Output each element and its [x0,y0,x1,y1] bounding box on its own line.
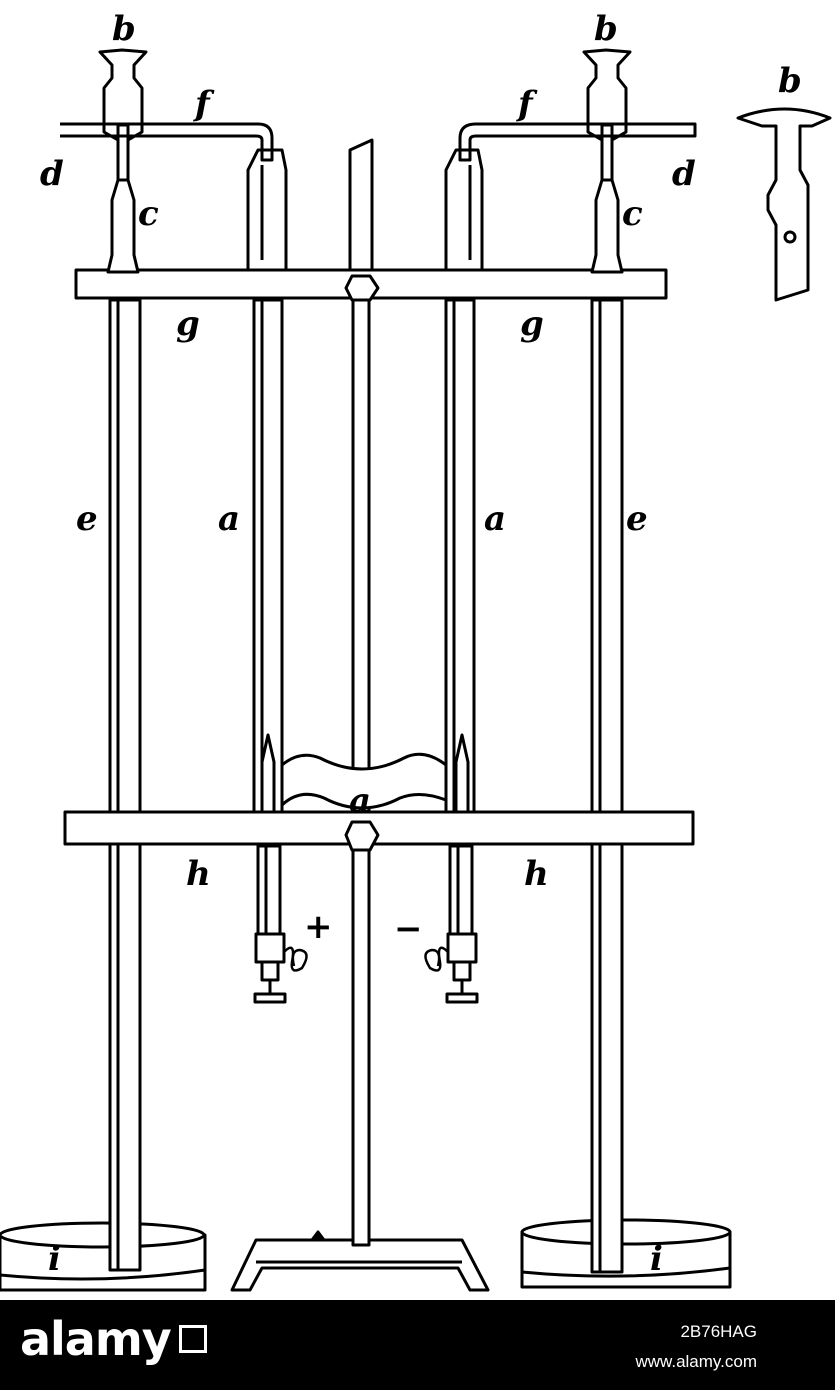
left-electrode-tube [252,298,284,822]
u-connector [280,752,448,810]
label-b-left: b [112,9,136,49]
left-stopcock [98,48,148,274]
stopcock-key-detail [736,107,832,302]
right-terminal-clamp [424,932,479,1004]
label-b-detail: b [778,61,802,101]
label-a-right: a [484,499,506,539]
label-g-right: g [520,304,544,344]
image-id: 2B76HAG [680,1322,757,1341]
right-stopcock [582,48,632,274]
label-i-left: i [48,1239,61,1279]
label-d-left: d [40,154,64,194]
label-b-right: b [594,9,618,49]
apparatus-illustration: b b b f f d d c c g g e e a a a h h + − … [0,9,832,1292]
diagram-svg: b b b f f d d c c g g e e a a a h h + − … [0,9,832,1292]
left-terminal-clamp [253,932,308,1004]
label-minus: − [394,909,423,949]
label-h-left: h [186,854,211,894]
logo-text: alamy [20,1312,172,1366]
right-outer-tube [590,298,624,1274]
left-outer-tube [108,298,142,1272]
label-i-right: i [650,1239,663,1279]
watermark-banner: alamy 2B76HAG www.alamy.com [0,1300,835,1390]
label-e-right: e [626,499,648,539]
site-url: www.alamy.com [635,1352,757,1371]
label-f-left: f [193,84,215,124]
left-dish [0,1221,207,1292]
label-a-center: a [349,781,371,821]
alamy-logo: alamy [20,1312,207,1366]
label-f-right: f [516,84,538,124]
center-rod [351,158,371,1247]
right-electrode-tube [444,298,476,822]
label-c-right: c [622,194,643,234]
left-tube-f [60,122,274,162]
label-c-left: c [138,194,159,234]
label-plus: + [304,907,333,947]
stand-base [230,1238,490,1292]
right-dish [520,1218,732,1289]
label-d-right: d [672,154,696,194]
lower-platform-h [63,810,695,846]
label-h-right: h [524,854,549,894]
label-g-left: g [176,304,200,344]
logo-square-icon [178,1325,207,1353]
label-e-left: e [76,499,98,539]
right-tube-f [458,122,697,162]
label-a-left: a [218,499,240,539]
